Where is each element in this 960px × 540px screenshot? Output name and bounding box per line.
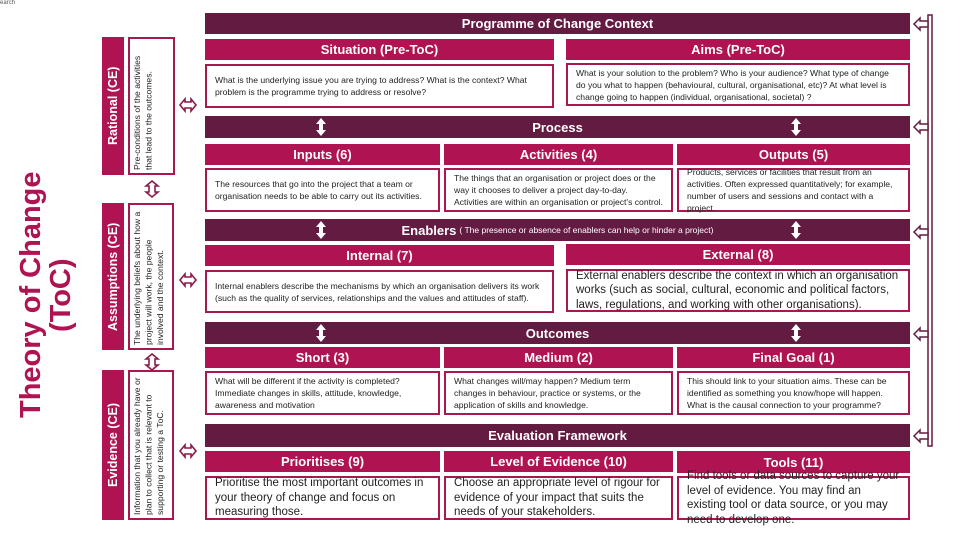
left-arrows [143, 96, 198, 460]
enablers-subtitle: ( The presence or absence of enablers ca… [459, 225, 714, 235]
prioritises-text: Prioritise the most important outcomes i… [205, 476, 440, 520]
outcomes-band: Outcomes [205, 322, 910, 344]
up-down-arrow-icon [791, 118, 801, 136]
enablers-band: Enablers( The presence or absence of ena… [205, 219, 910, 241]
left-arrow-icon [912, 16, 929, 32]
short-text: What will be different if the activity i… [205, 371, 440, 415]
final-goal-text: This should link to your situation aims.… [677, 371, 910, 415]
up-down-arrow-icon [143, 352, 161, 372]
evidence-text: Information that you already have or pla… [128, 370, 174, 520]
internal-text: Internal enablers describe the mechanism… [205, 270, 554, 313]
tools-text: Find tools or data sources to capture yo… [677, 470, 910, 526]
aims-header: Aims (Pre-ToC) [566, 39, 910, 60]
flow-arrows [316, 14, 933, 447]
up-down-arrow-icon [791, 221, 801, 239]
aims-text: What is your solution to the problem? Wh… [566, 63, 910, 106]
left-arrow-icon [912, 119, 929, 135]
assumptions-label: Assumptions (CE) [102, 203, 124, 350]
internal-header: Internal (7) [205, 245, 554, 266]
situation-text: What is the underlying issue you are try… [205, 64, 554, 108]
external-text: External enablers describe the context i… [566, 269, 910, 312]
up-down-arrow-icon [316, 324, 326, 342]
up-down-arrow-icon [316, 221, 326, 239]
process-band: Process [205, 116, 910, 138]
short-header: Short (3) [205, 347, 440, 368]
outputs-header: Outputs (5) [677, 144, 910, 165]
left-arrow-icon [912, 224, 929, 240]
left-right-arrow-icon [178, 442, 198, 460]
level-of-evidence-header: Level of Evidence (10) [444, 451, 673, 472]
rational-label: Rational (CE) [102, 37, 124, 175]
inputs-header: Inputs (6) [205, 144, 440, 165]
up-down-arrow-icon [143, 179, 161, 199]
external-header: External (8) [566, 244, 910, 265]
inputs-text: The resources that go into the project t… [205, 168, 440, 212]
tools-header: Tools (11) [677, 451, 910, 473]
title-line-2: (ToC) [45, 258, 77, 332]
activities-text: The things that an organisation or proje… [444, 168, 673, 212]
medium-text: What changes will/may happen? Medium ter… [444, 371, 673, 415]
corner-text: earch [0, 0, 16, 6]
left-right-arrow-icon [178, 96, 198, 114]
outputs-text: Products, services or facilities that re… [677, 167, 910, 213]
left-right-arrow-icon [178, 271, 198, 289]
assumptions-text: The underlying beliefs about how a proje… [128, 203, 174, 350]
level-of-evidence-text: Choose an appropriate level of rigour fo… [444, 476, 673, 520]
title-line-1: Theory of Change [15, 171, 47, 419]
rational-text: Pre-conditions of the activities that le… [128, 37, 175, 175]
feedback-bracket [912, 14, 933, 447]
prioritises-header: Prioritises (9) [205, 451, 440, 472]
up-down-arrow-icon [791, 324, 801, 342]
activities-header: Activities (4) [444, 144, 673, 165]
left-arrow-icon [912, 326, 929, 342]
medium-header: Medium (2) [444, 347, 673, 368]
evidence-label: Evidence (CE) [102, 370, 124, 520]
left-arrow-icon [912, 428, 929, 444]
situation-header: Situation (Pre-ToC) [205, 39, 554, 60]
enablers-title: Enablers [401, 222, 457, 238]
up-down-arrow-icon [316, 118, 326, 136]
evaluation-band: Evaluation Framework [205, 424, 910, 447]
diagram-title: Theory of Change (ToC) [15, 150, 78, 440]
final-goal-header: Final Goal (1) [677, 347, 910, 368]
context-band: Programme of Change Context [205, 13, 910, 34]
